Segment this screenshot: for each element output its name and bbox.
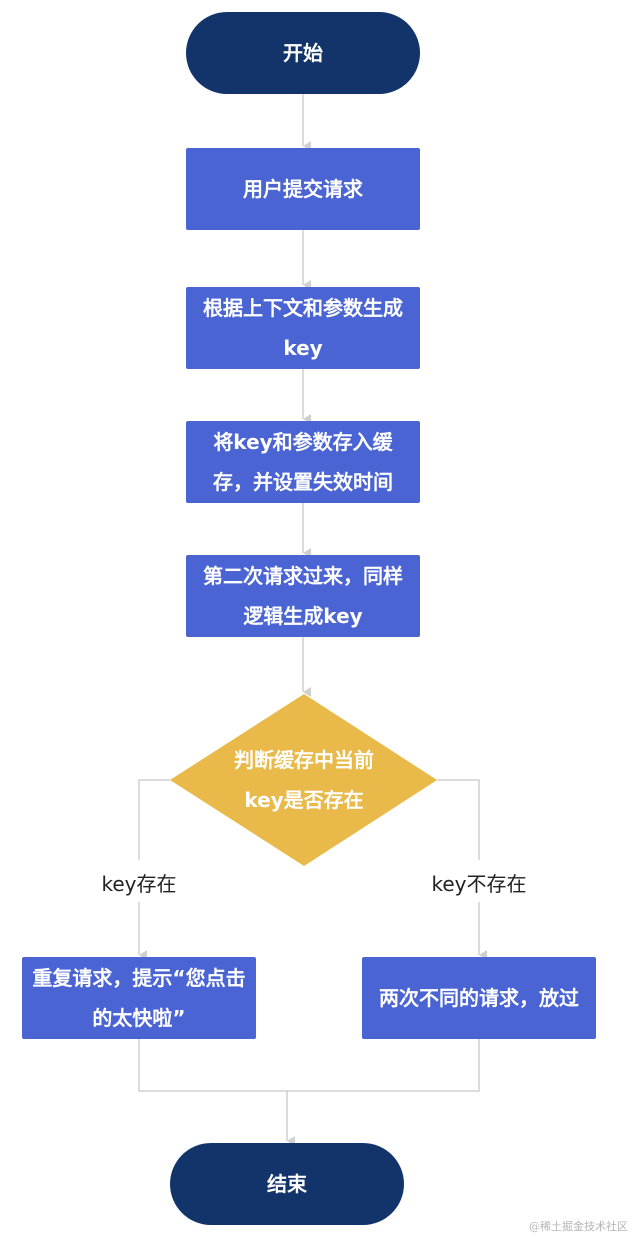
step-generate-key: 根据上下文和参数生成key	[186, 287, 420, 369]
step-submit-request: 用户提交请求	[186, 148, 420, 230]
start-node-text: 开始	[283, 41, 323, 65]
step-second-request: 第二次请求过来，同样逻辑生成key	[186, 555, 420, 637]
step-duplicate-request: 重复请求，提示“您点击的太快啦”	[22, 957, 256, 1039]
step-duplicate-request-text: 重复请求，提示“您点击的太快啦”	[32, 966, 246, 1030]
end-node: 结束	[170, 1143, 404, 1225]
step-allow-request-text: 两次不同的请求，放过	[379, 986, 579, 1010]
end-node-text: 结束	[267, 1172, 307, 1196]
branch-label-key-exists: key存在	[101, 872, 177, 896]
decision-node-text: 判断缓存中当前key是否存在	[234, 748, 374, 812]
decision-node: 判断缓存中当前key是否存在	[170, 694, 438, 866]
start-node: 开始	[186, 12, 420, 94]
watermark: @稀土掘金技术社区	[529, 1220, 628, 1233]
branch-label-key-not-exists: key不存在	[431, 872, 527, 896]
edge-yes-merge	[138, 1039, 480, 1092]
edge-decision-no-top	[437, 779, 480, 860]
step-store-cache-text: 将key和参数存入缓存，并设置失效时间	[213, 430, 393, 494]
step-submit-request-text: 用户提交请求	[243, 177, 363, 201]
step-second-request-text: 第二次请求过来，同样逻辑生成key	[203, 564, 403, 628]
edge-decision-yes-top	[138, 779, 170, 860]
step-allow-request: 两次不同的请求，放过	[362, 957, 596, 1039]
decision-diamond-shape	[170, 694, 437, 866]
step-generate-key-text: 根据上下文和参数生成key	[203, 296, 403, 360]
step-store-cache: 将key和参数存入缓存，并设置失效时间	[186, 421, 420, 503]
